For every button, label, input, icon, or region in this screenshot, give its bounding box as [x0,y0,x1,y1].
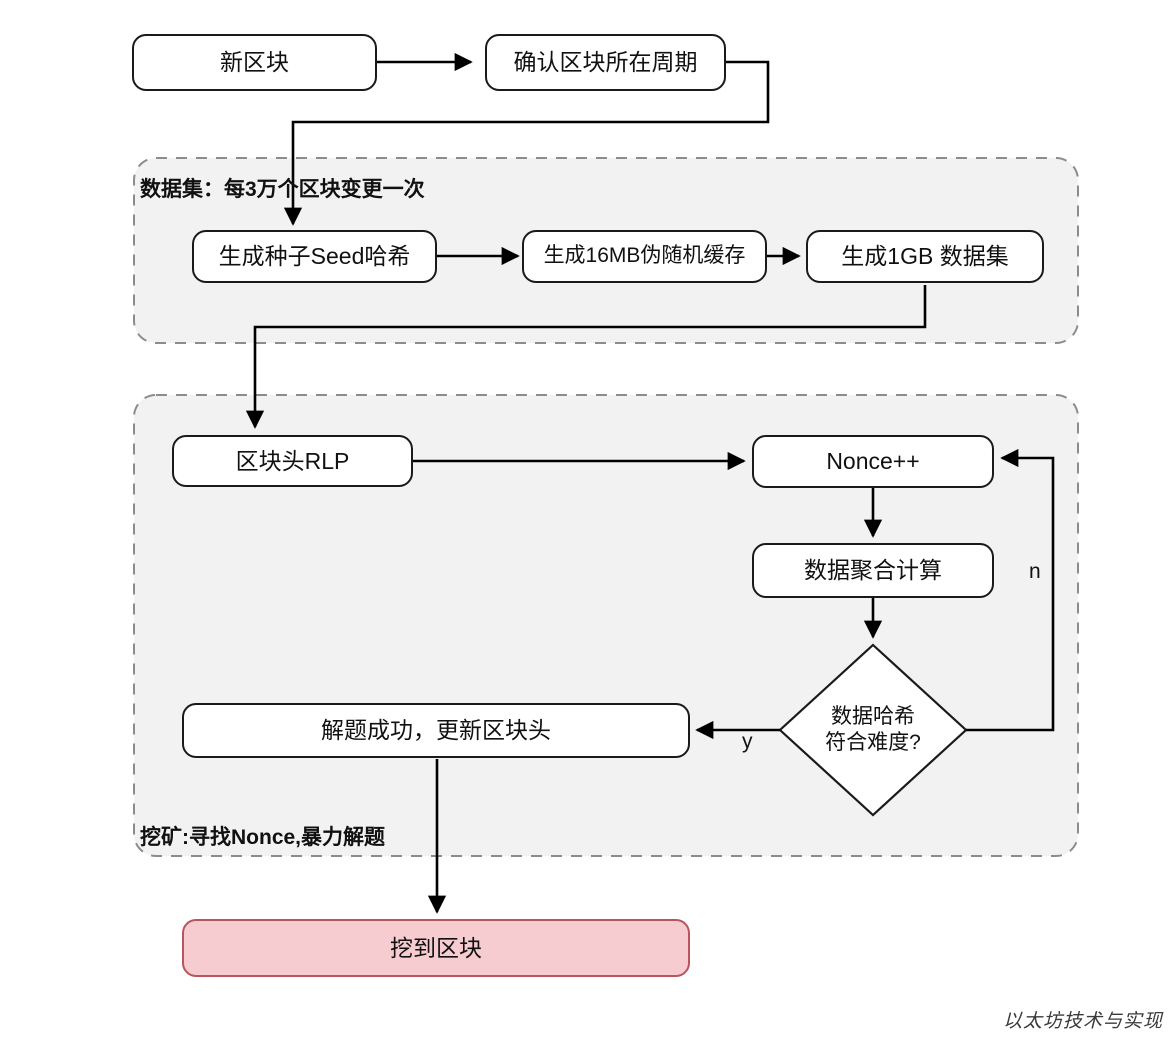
node-dataset-1gb[interactable]: 生成1GB 数据集 [806,230,1044,283]
edge-confirm-to-seed [283,60,770,226]
node-confirm-epoch-label: 确认区块所在周期 [513,49,698,76]
node-nonce-increment-label: Nonce++ [826,448,920,475]
difficulty-check-text: 数据哈希 符合难度? [825,704,921,754]
node-aggregate-compute-label: 数据聚合计算 [804,557,942,584]
node-cache-16mb-label: 生成16MB伪随机缓存 [543,244,746,268]
watermark: 以太坊技术与实现 [1003,1011,1164,1032]
node-mined-block[interactable]: 挖到区块 [182,919,690,977]
node-seed-hash-label: 生成种子Seed哈希 [218,243,411,270]
node-solved-label: 解题成功，更新区块头 [321,717,551,744]
edge-label-yes: y [742,730,753,753]
node-difficulty-check-label: 数据哈希 符合难度? [793,700,953,760]
node-new-block[interactable]: 新区块 [132,34,377,91]
node-cache-16mb[interactable]: 生成16MB伪随机缓存 [522,230,767,283]
group-title-mining: 挖矿:寻找Nonce,暴力解题 [140,826,386,849]
node-nonce-increment[interactable]: Nonce++ [752,435,994,488]
node-dataset-1gb-label: 生成1GB 数据集 [841,243,1009,270]
group-title-dataset: 数据集：每3万个区块变更一次 [140,178,425,201]
node-header-rlp-label: 区块头RLP [235,447,350,474]
node-header-rlp[interactable]: 区块头RLP [172,435,413,487]
node-mined-block-label: 挖到区块 [390,934,482,961]
node-new-block-label: 新区块 [220,49,289,76]
edge-dataset-to-headerrlp [245,285,927,429]
node-confirm-epoch[interactable]: 确认区块所在周期 [485,34,726,91]
node-aggregate-compute[interactable]: 数据聚合计算 [752,543,994,598]
decision-diamond [778,643,968,817]
edge-label-no: n [1029,560,1041,583]
node-seed-hash[interactable]: 生成种子Seed哈希 [192,230,437,283]
node-solved[interactable]: 解题成功，更新区块头 [182,703,690,758]
edge-decision-no-to-nonce [966,448,1055,732]
